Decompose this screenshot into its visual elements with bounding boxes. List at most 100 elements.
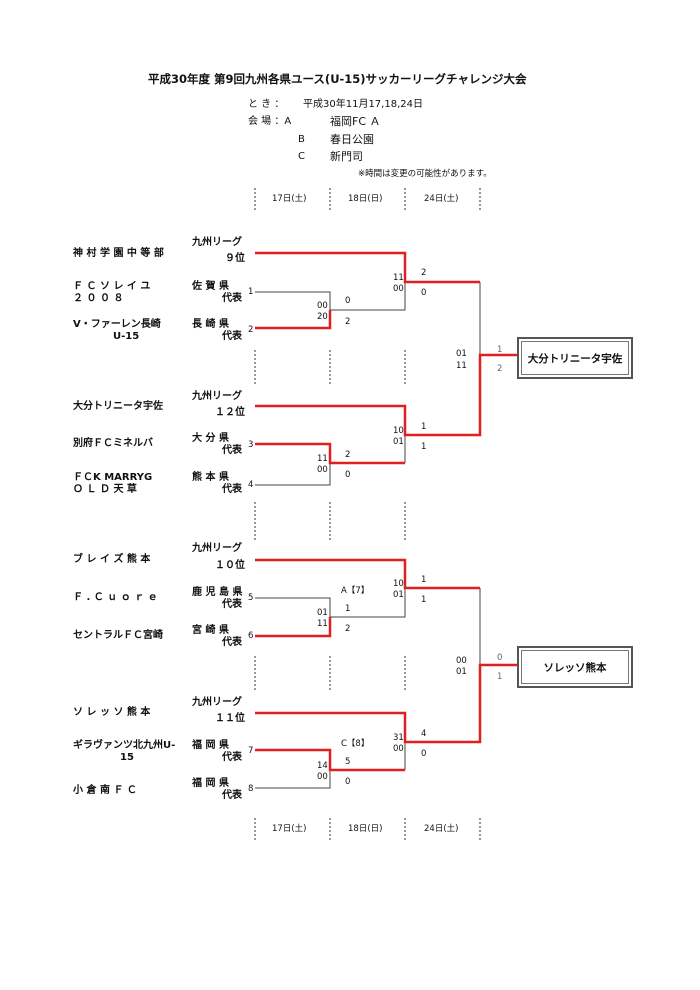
venue-c-code: C (298, 151, 305, 162)
team-name-line2: ２ ０ ０ ８ (73, 293, 124, 304)
entry-number: 1 (248, 287, 254, 297)
match-goals-top: 1 (421, 422, 427, 432)
team-name: 別府ＦＣミネルバ (73, 438, 153, 449)
match-goals-bottom: 2 (497, 364, 503, 374)
team-name: ＦＣK MARRYG (73, 472, 153, 483)
venue-b-code: B (298, 134, 305, 145)
team-seed-detail: 代表 (222, 445, 242, 456)
match-score-top: 10 (393, 579, 404, 589)
team-name: Ｆ . Ｃ ｕ ｏ ｒ ｅ (73, 592, 158, 603)
match-score-bottom: 01 (456, 667, 467, 677)
team-seed: 長 崎 県 (192, 319, 229, 330)
entry-number: 5 (248, 593, 254, 603)
date-label: と き ： (248, 99, 285, 110)
match-score-top: 31 (393, 733, 404, 743)
match-score-top: 11 (393, 273, 404, 283)
team-seed-detail: １０位 (215, 560, 245, 571)
entry-number: 2 (248, 325, 254, 335)
team-seed: 九州リーグ (192, 697, 242, 708)
match-goals-bottom: 2 (345, 624, 351, 634)
team-seed-detail: ９位 (225, 253, 245, 264)
team-name-line2: 15 (120, 752, 134, 763)
winner-box: 大分トリニータ宇佐 (517, 337, 633, 379)
day-header-1: 17日(土) (272, 194, 307, 204)
page-title: 平成30年度 第9回九州各県ユース(U-15)サッカーリーグチャレンジ大会 (148, 72, 527, 86)
match-score-bottom: 00 (317, 465, 328, 475)
entry-number: 7 (248, 746, 254, 756)
match-goals-bottom: 0 (345, 777, 351, 787)
team-seed-detail: 代表 (222, 484, 242, 495)
team-seed: 熊 本 県 (192, 472, 229, 483)
team-name: Ｆ Ｃ ソ レ イ ユ (73, 281, 151, 292)
team-seed: 九州リーグ (192, 391, 242, 402)
team-seed: 福 岡 県 (192, 740, 229, 751)
match-goals-top: 1 (497, 345, 503, 355)
day-footer-3: 24日(土) (424, 824, 459, 834)
team-seed-detail: １１位 (215, 713, 245, 724)
match-score-bottom: 00 (393, 744, 404, 754)
match-score-bottom: 20 (317, 312, 328, 322)
team-name: V・ファーレン長崎 (73, 319, 161, 330)
day-footer-2: 18日(日) (348, 824, 383, 834)
team-seed-detail: １２位 (215, 407, 245, 418)
match-score-bottom: 00 (393, 284, 404, 294)
team-seed-detail: 代表 (222, 637, 242, 648)
team-name-line2: Ｏ Ｌ Ｄ 天 草 (73, 484, 137, 495)
match-goals-top: 1 (421, 575, 427, 585)
entry-number: 6 (248, 631, 254, 641)
team-seed-detail: 代表 (222, 331, 242, 342)
match-goals-bottom: 1 (497, 672, 503, 682)
team-seed: 九州リーグ (192, 543, 242, 554)
team-name: セントラルＦＣ宮崎 (73, 630, 163, 641)
day-header-3: 24日(土) (424, 194, 459, 204)
match-goals-bottom: 2 (345, 317, 351, 327)
winner-name: ソレッソ熊本 (543, 661, 607, 674)
match-score-top: 00 (317, 301, 328, 311)
match-goals-bottom: 0 (421, 749, 427, 759)
winner-box: ソレッソ熊本 (517, 646, 633, 688)
match-venue: C【8】 (341, 739, 370, 749)
match-goals-top: 4 (421, 729, 427, 739)
team-seed: 福 岡 県 (192, 778, 229, 789)
team-seed: 佐 賀 県 (192, 281, 229, 292)
match-goals-top: 2 (421, 268, 427, 278)
match-goals-bottom: 0 (345, 470, 351, 480)
entry-number: 3 (248, 440, 254, 450)
match-venue: A【7】 (341, 586, 370, 596)
match-score-top: 10 (393, 426, 404, 436)
winner-name: 大分トリニータ宇佐 (527, 352, 623, 365)
venue-label: 会 場 ：A (248, 116, 292, 127)
match-goals-top: 1 (345, 604, 351, 614)
match-score-top: 01 (456, 349, 467, 359)
match-goals-top: 2 (345, 450, 351, 460)
team-seed-detail: 代表 (222, 752, 242, 763)
team-seed: 九州リーグ (192, 237, 242, 248)
match-goals-bottom: 1 (421, 442, 427, 452)
team-name: ブ レ イ ズ 熊 本 (73, 554, 151, 565)
day-header-2: 18日(日) (348, 194, 383, 204)
team-seed: 大 分 県 (192, 433, 229, 444)
team-name: 小 倉 南 Ｆ Ｃ (73, 785, 137, 796)
match-score-top: 11 (317, 454, 328, 464)
match-goals-top: 0 (497, 653, 503, 663)
team-name: 神 村 学 園 中 等 部 (73, 248, 164, 259)
match-goals-bottom: 0 (421, 288, 427, 298)
match-goals-bottom: 1 (421, 595, 427, 605)
match-score-bottom: 01 (393, 590, 404, 600)
entry-number: 4 (248, 480, 254, 490)
team-seed-detail: 代表 (222, 599, 242, 610)
time-change-note: ※時間は変更の可能性があります。 (358, 169, 492, 179)
match-goals-top: 5 (345, 757, 351, 767)
day-footer-1: 17日(土) (272, 824, 307, 834)
match-score-top: 14 (317, 761, 328, 771)
team-name: ソ レ ッ ソ 熊 本 (73, 707, 151, 718)
team-seed-detail: 代表 (222, 293, 242, 304)
match-score-top: 00 (456, 656, 467, 666)
venue-b-name: 春日公園 (330, 133, 374, 146)
team-name: 大分トリニータ宇佐 (73, 401, 163, 412)
match-score-top: 01 (317, 608, 328, 618)
date-value: 平成30年11月17,18,24日 (303, 99, 423, 110)
match-goals-top: 0 (345, 296, 351, 306)
venue-c-name: 新門司 (330, 150, 363, 163)
